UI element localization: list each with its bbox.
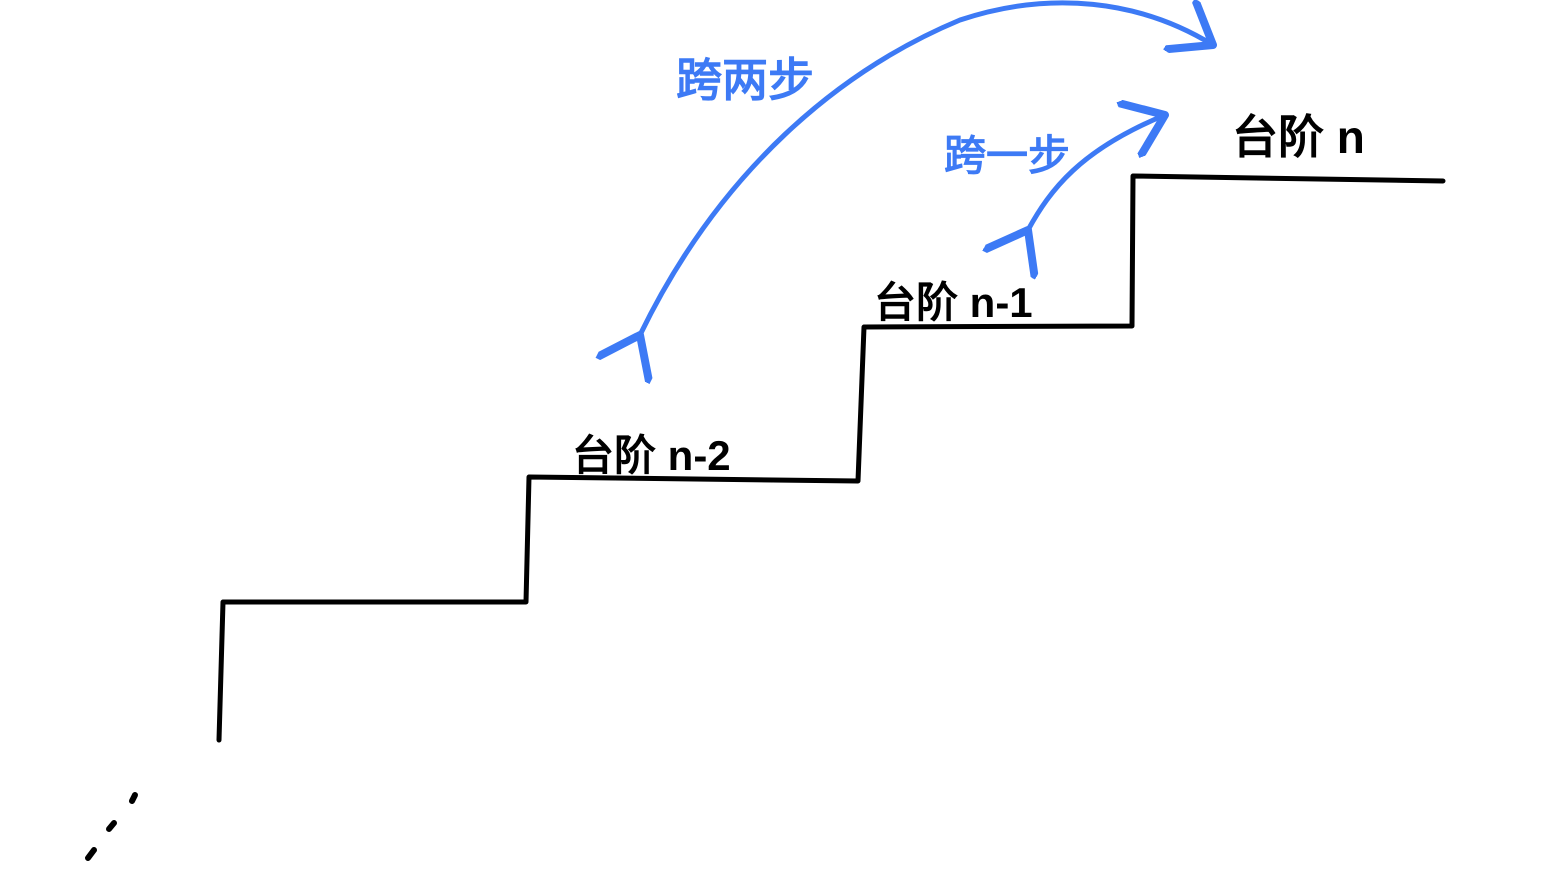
one-step-arc-group <box>1028 115 1165 230</box>
ellipsis-marks <box>85 792 138 861</box>
label-two-steps: 跨两步 <box>676 54 814 106</box>
ellipsis-dot-2 <box>106 820 117 832</box>
label-step-n-minus-1: 台阶 n-1 <box>874 279 1033 326</box>
two-step-arc <box>640 3 1213 335</box>
ellipsis-dot-1 <box>85 847 97 861</box>
ellipsis-dot-3 <box>129 792 138 804</box>
stair-outline <box>216 173 1446 743</box>
staircase <box>216 173 1446 743</box>
label-step-n-minus-2: 台阶 n-2 <box>572 432 731 479</box>
one-step-arc <box>1028 115 1165 230</box>
two-step-arc-group <box>640 3 1213 335</box>
label-step-n: 台阶 n <box>1232 111 1365 163</box>
label-one-step: 跨一步 <box>944 132 1070 179</box>
